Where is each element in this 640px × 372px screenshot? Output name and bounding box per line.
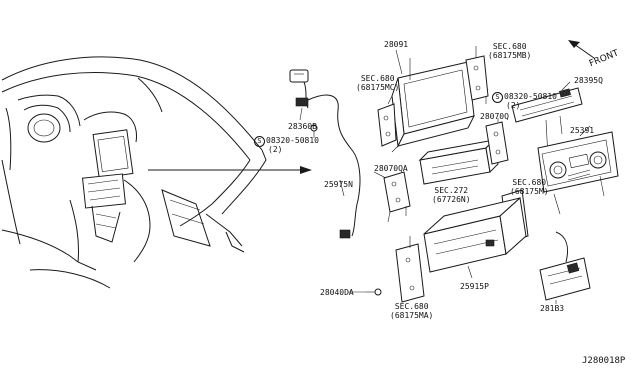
bolt-right-code: 08320-50810 (504, 92, 557, 101)
ac-control-panel (537, 131, 619, 215)
pointer-arrow (148, 166, 312, 174)
bolt-left (310, 124, 318, 138)
label-28070q: 28070Q (480, 112, 509, 121)
gps-antenna (289, 69, 361, 239)
label-sec-68175ma-line1: SEC.680 (394, 302, 429, 311)
bolt-right-qty: (2) (506, 101, 521, 110)
label-sec-68175mc: SEC.680 (68175MC) (356, 74, 399, 92)
label-sec-68175m-line2: (68175M) (510, 187, 549, 196)
diagram-code: J280018P (582, 356, 626, 366)
label-28091: 28091 (384, 40, 409, 49)
label-28360b: 28360B (288, 122, 317, 131)
bolt-28040da (366, 288, 382, 296)
bracket-28070qa (383, 171, 411, 223)
label-sec-68175m: SEC.680 (68175M) (510, 178, 549, 196)
label-sec-68175ma: SEC.680 (68175MA) (390, 302, 433, 320)
bolt-right-symbol: S (492, 92, 503, 103)
label-sec-68175m-line1: SEC.680 (512, 178, 547, 187)
leader-lines (299, 49, 591, 304)
label-sec-68175ma-line2: (68175MA) (390, 311, 434, 320)
display-brackets (377, 46, 489, 147)
label-sec-68175mb-line1: SEC.680 (492, 42, 527, 51)
label-sec-68175mc-line2: (68175MC) (356, 83, 400, 92)
label-28040da: 28040DA (320, 288, 354, 297)
bolt-left-qty: (2) (268, 145, 283, 154)
dashboard-sketch (1, 56, 267, 289)
switch-281b3 (539, 231, 591, 301)
label-28395q: 28395Q (574, 76, 603, 85)
label-sec-68175mb-line2: (68175MB) (488, 51, 532, 60)
bolt-left-code: 08320-50810 (266, 136, 319, 145)
label-sec-67726n-line1: SEC.272 (434, 186, 469, 195)
label-28070qa: 28070QA (374, 164, 408, 173)
label-25975n: 25975N (324, 180, 353, 189)
control-unit (418, 138, 499, 185)
bracket-68175ma (395, 236, 425, 303)
label-25391: 25391 (570, 126, 595, 135)
label-25915p: 25915P (460, 282, 489, 291)
front-arrow (568, 40, 595, 59)
display-unit (387, 58, 475, 153)
bracket-28070q (485, 121, 509, 165)
label-sec-68175mb: SEC.680 (68175MB) (488, 42, 531, 60)
bolt-left-symbol: S (254, 136, 265, 147)
label-sec-67726n: SEC.272 (67726N) (432, 186, 471, 204)
label-sec-68175mc-line1: SEC.680 (360, 74, 395, 83)
label-281b3: 281B3 (540, 304, 565, 313)
audio-unit (423, 197, 527, 273)
label-sec-67726n-line2: (67726N) (432, 195, 471, 204)
